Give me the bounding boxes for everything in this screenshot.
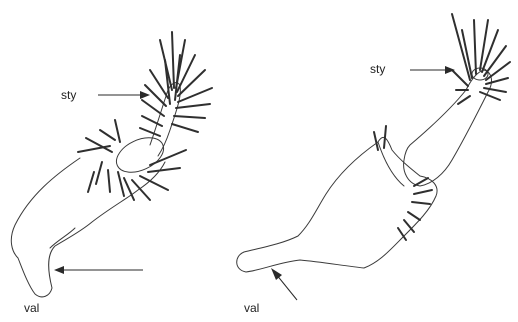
right-stylus-outline bbox=[404, 70, 492, 186]
right-sty-arrow bbox=[410, 66, 455, 74]
left-sty-label: sty bbox=[61, 89, 76, 101]
right-val-label: val bbox=[244, 302, 259, 314]
right-body-setae bbox=[374, 126, 432, 240]
left-valve-outline bbox=[11, 158, 165, 297]
right-stylus-setae bbox=[452, 14, 510, 104]
right-val-arrow bbox=[271, 268, 297, 300]
right-specimen bbox=[237, 14, 510, 300]
left-val-label: val bbox=[24, 302, 39, 314]
right-valve-outline bbox=[237, 137, 437, 272]
left-specimen bbox=[11, 32, 212, 297]
left-sty-arrow bbox=[98, 91, 150, 99]
left-stylus-setae bbox=[140, 32, 212, 136]
right-sty-label: sty bbox=[370, 63, 385, 75]
left-val-arrow bbox=[54, 266, 143, 274]
left-valve-inner-line bbox=[50, 228, 75, 248]
